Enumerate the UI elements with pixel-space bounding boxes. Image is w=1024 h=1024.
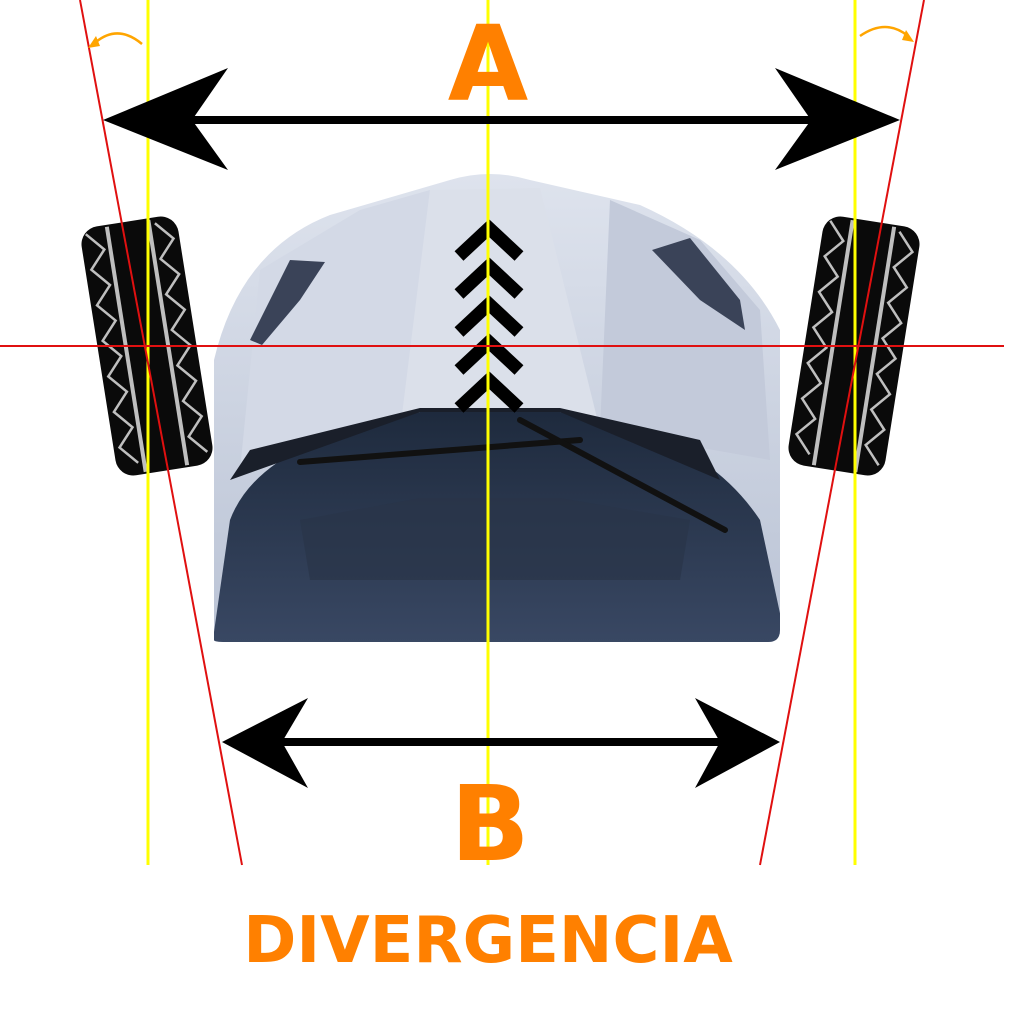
- label-b: B: [450, 763, 529, 885]
- tire-left-tread-b: [154, 222, 209, 453]
- tire-right-tread-b: [863, 231, 915, 466]
- wheel-axis-left: [79, 0, 243, 866]
- tire-left-tread-a: [84, 233, 139, 464]
- wiper-left: [297, 437, 583, 465]
- wheel-axis-right: [759, 0, 925, 866]
- dimension-arrow-b: [222, 698, 780, 788]
- hood-panel-left: [240, 190, 430, 470]
- car-top-view-icon: [214, 174, 780, 642]
- rotate-ccw-arrowhead: [88, 36, 100, 48]
- diagram-caption: DIVERGENCIA: [243, 904, 733, 978]
- rotate-cw-icon: [859, 25, 909, 38]
- hood-panel-right: [600, 200, 770, 460]
- dimension-arrow-b-head-left: [222, 698, 308, 788]
- dimension-arrow-a-head-left: [103, 68, 228, 170]
- tire-right-groove-1: [811, 219, 855, 466]
- tire-right-tread-a: [794, 220, 845, 456]
- wiper-right: [517, 417, 728, 533]
- headlight-right: [652, 238, 745, 330]
- label-a: A: [448, 3, 529, 125]
- headlight-left: [250, 260, 325, 345]
- rotate-cw-arrowhead: [902, 30, 914, 42]
- dimension-arrow-b-head-right: [695, 698, 780, 788]
- dashboard: [300, 498, 690, 580]
- tire-left-groove-1: [104, 226, 148, 473]
- tire-right-groove-2: [853, 226, 897, 473]
- cowl-trim: [230, 408, 720, 480]
- rotate-ccw-icon: [95, 32, 143, 45]
- tire-left-groove-2: [146, 219, 190, 466]
- dimension-arrow-a: [103, 68, 900, 170]
- dimension-arrow-a-head-right: [775, 68, 900, 170]
